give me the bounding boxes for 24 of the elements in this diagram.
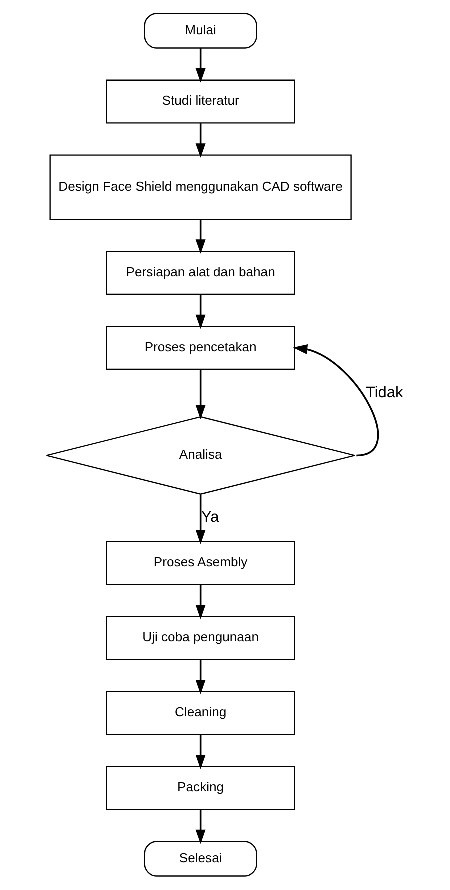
- node-box: Design Face Shield menggunakan CAD software: [49, 154, 352, 220]
- node-box: Proses Asembly: [106, 541, 295, 586]
- node-box: Studi literatur: [106, 80, 295, 124]
- arrow: [195, 48, 206, 83]
- node-box: Mulai: [144, 13, 257, 49]
- node-box: Persiapan alat dan bahan: [106, 251, 295, 296]
- arrow: [195, 735, 206, 770]
- node-box: Uji coba pengunaan: [106, 616, 295, 660]
- arrow: [195, 585, 206, 620]
- node-box: Selesai: [144, 841, 257, 877]
- node-box: Proses pencetakan: [106, 326, 295, 370]
- arrow: [195, 494, 206, 544]
- node-diamond: Analisa: [46, 416, 355, 495]
- arrow: [195, 124, 206, 158]
- edge-label: Ya: [200, 509, 219, 526]
- arrow: [195, 220, 206, 254]
- arrow: [195, 370, 206, 420]
- arrow: [195, 810, 206, 844]
- node-box: Packing: [106, 766, 295, 810]
- arrow: [195, 294, 206, 330]
- edge-label: Tidak: [366, 384, 403, 402]
- node-box: Cleaning: [106, 691, 295, 736]
- arrow: [195, 660, 206, 694]
- arrow: [292, 344, 378, 457]
